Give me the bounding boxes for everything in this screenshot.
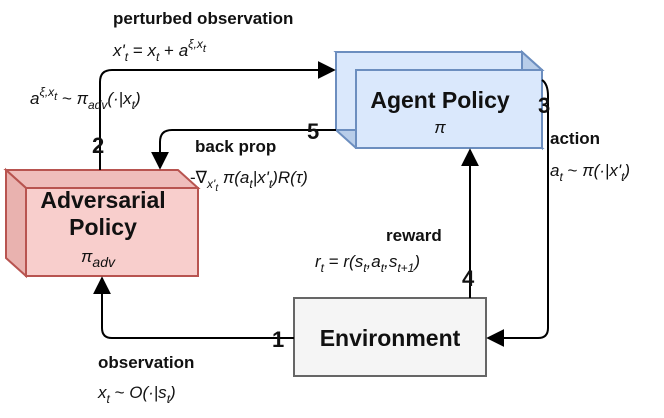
adversary-action-formula: aξ,xt ~ πadv(·|xt) bbox=[30, 85, 141, 112]
environment-title: Environment bbox=[320, 325, 461, 351]
backprop-label: back prop bbox=[195, 137, 276, 156]
perturbed-observation-formula: x't = xt + aξ,xt bbox=[112, 37, 207, 64]
action-label: action bbox=[550, 129, 600, 148]
reward-label: reward bbox=[386, 226, 442, 245]
perturbed-observation-label: perturbed observation bbox=[113, 9, 293, 28]
environment-node: Environment bbox=[293, 297, 487, 377]
step-4-label: 4 bbox=[462, 266, 475, 291]
step-1-label: 1 bbox=[272, 327, 284, 352]
action-arrow bbox=[486, 79, 549, 347]
agent-policy-title: Agent Policy bbox=[370, 87, 510, 113]
agent-policy-symbol: π bbox=[434, 118, 446, 137]
adversarial-policy-title-line2: Policy bbox=[69, 214, 137, 240]
adversarial-policy-title-line1: Adversarial bbox=[40, 187, 165, 213]
step-5-label: 5 bbox=[307, 119, 319, 144]
perturbed-observation-arrow bbox=[99, 61, 336, 170]
backprop-arrow bbox=[151, 129, 336, 170]
agent-policy-node: Agent Policy π bbox=[333, 49, 545, 151]
adversarial-policy-node: Adversarial Policy πadv bbox=[3, 167, 201, 279]
step-3-label: 3 bbox=[538, 93, 550, 118]
observation-arrow bbox=[93, 276, 294, 339]
backprop-formula: -∇x't π(at|x't)R(τ) bbox=[190, 168, 308, 194]
reward-formula: rt = r(st,at,st+1) bbox=[315, 252, 420, 275]
observation-label: observation bbox=[98, 353, 194, 372]
step-2-label: 2 bbox=[92, 133, 104, 158]
action-formula: at ~ π(·|x't) bbox=[550, 161, 630, 184]
observation-formula: xt ~ O(·|st) bbox=[97, 383, 176, 406]
adversarial-policy-symbol: πadv bbox=[81, 247, 116, 270]
